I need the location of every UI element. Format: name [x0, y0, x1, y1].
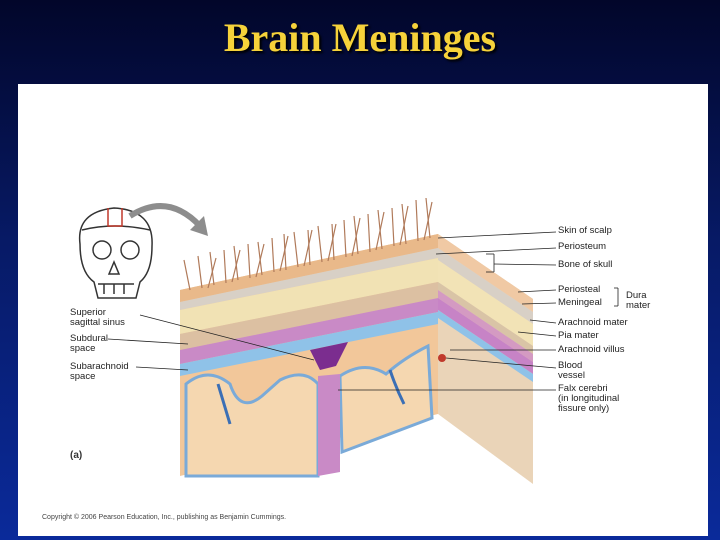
label-blood-vessel: Blood vessel	[558, 360, 585, 381]
label-meningeal: Meningeal	[558, 297, 602, 308]
block-front-face	[180, 234, 446, 478]
pointer-arrow	[128, 203, 208, 236]
label-periosteum: Periosteum	[558, 241, 607, 252]
leader-lines	[107, 231, 619, 391]
skull-sketch	[78, 207, 153, 299]
scalp-hairs	[183, 197, 433, 291]
label-superior-sagittal-sinus: Superior sagittal sinus	[70, 307, 125, 328]
label-subdural-space: Subdural space	[70, 333, 109, 354]
label-arachnoid-mater: Arachnoid mater	[558, 317, 628, 328]
label-dura-mater: Dura mater	[626, 290, 651, 311]
meninges-illustration	[78, 197, 619, 484]
label-subarachnoid-space: Subarachnoid space	[70, 361, 129, 382]
copyright-notice: Copyright © 2006 Pearson Education, Inc.…	[42, 514, 287, 521]
label-skin-of-scalp: Skin of scalp	[558, 225, 612, 236]
label-falx-cerebri: Falx cerebri (in longitudinal fissure on…	[558, 383, 620, 414]
label-arachnoid-villus: Arachnoid villus	[558, 344, 625, 355]
diagram-panel: Skin of scalp Periosteum Bone of skull P…	[18, 84, 708, 536]
label-pia-mater: Pia mater	[558, 330, 599, 341]
label-periosteal: Periosteal	[558, 284, 601, 295]
block-side-face	[438, 234, 533, 484]
figure-part-label: (a)	[70, 450, 83, 461]
slide-title: Brain Meninges	[223, 15, 497, 60]
label-bone-of-skull: Bone of skull	[558, 259, 613, 270]
